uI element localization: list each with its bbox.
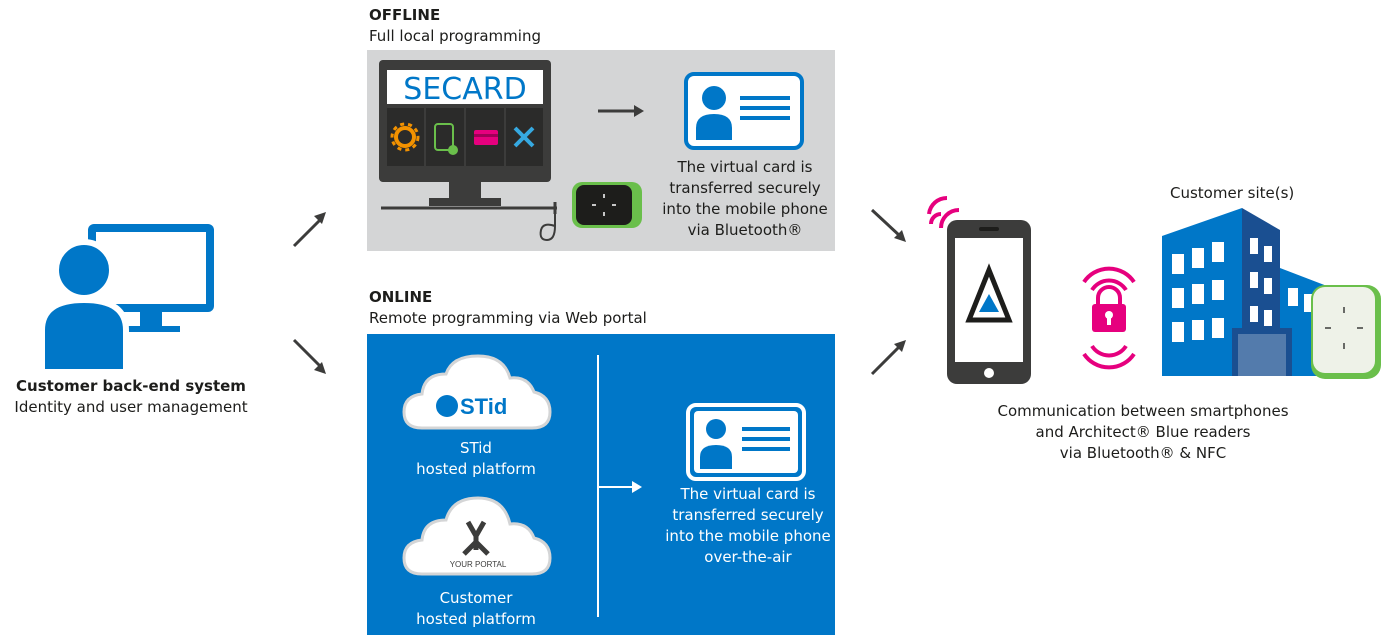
offline-card-line-1: The virtual card is <box>677 158 813 176</box>
online-card-line-4: over-the-air <box>704 548 792 566</box>
online-header: ONLINE Remote programming via Web portal <box>369 287 647 329</box>
offline-subtitle: Full local programming <box>369 27 541 45</box>
offline-card-text: The virtual card is transferred securely… <box>645 157 845 241</box>
online-card-text: The virtual card is transferred securely… <box>648 484 848 568</box>
online-title: ONLINE <box>369 288 433 306</box>
cable-icon <box>381 202 557 242</box>
backend-subtitle: Identity and user management <box>14 398 248 416</box>
backend-illustration <box>40 222 220 372</box>
stid-logo: STid <box>460 394 507 419</box>
id-card-icon-online <box>686 403 806 481</box>
online-divider <box>597 355 642 617</box>
reader-icon-site <box>1309 283 1383 381</box>
gear-icon <box>390 122 420 152</box>
communication-line-1: Communication between smartphones <box>997 402 1289 420</box>
arrow-to-online <box>292 338 326 374</box>
arrow-online-to-phone <box>870 340 906 376</box>
communication-line-2: and Architect® Blue readers <box>1035 423 1251 441</box>
user-icon <box>40 239 129 372</box>
stid-cloud-icon: STid <box>402 354 552 432</box>
online-card-line-1: The virtual card is <box>680 485 816 503</box>
smartphone-icon <box>947 220 1033 386</box>
online-subtitle: Remote programming via Web portal <box>369 309 647 327</box>
offline-card-line-3: into the mobile phone <box>662 200 828 218</box>
stid-platform-line-2: hosted platform <box>416 460 536 478</box>
offline-title: OFFLINE <box>369 6 441 24</box>
secard-monitor-icon: SECARD <box>379 60 551 210</box>
id-card-icon <box>684 72 804 150</box>
card-check-icon <box>434 123 458 155</box>
offline-transfer-arrow <box>598 105 644 117</box>
reader-icon <box>572 182 644 230</box>
card-icon <box>474 130 498 145</box>
customer-platform-text: Customer hosted platform <box>396 588 556 630</box>
arrow-to-offline <box>292 212 326 248</box>
wireless-icon <box>927 195 960 229</box>
offline-card-line-2: transferred securely <box>669 179 821 197</box>
online-card-line-3: into the mobile phone <box>665 527 831 545</box>
stid-platform-line-1: STid <box>460 439 492 457</box>
portal-logo: YOUR PORTAL <box>450 560 507 569</box>
communication-line-3: via Bluetooth® & NFC <box>1059 444 1227 462</box>
secard-logo: SECARD <box>403 72 526 107</box>
customer-platform-line-2: hosted platform <box>416 610 536 628</box>
offline-card-line-4: via Bluetooth® <box>687 221 803 239</box>
backend-title: Customer back-end system <box>16 377 246 395</box>
offline-header: OFFLINE Full local programming <box>369 5 541 47</box>
communication-text: Communication between smartphones and Ar… <box>968 401 1318 464</box>
backend-label: Customer back-end system Identity and us… <box>0 376 262 418</box>
lock-icon <box>1074 262 1144 372</box>
arrow-offline-to-phone <box>870 208 906 242</box>
tools-icon <box>513 126 535 148</box>
site-title: Customer site(s) <box>1170 184 1295 202</box>
customer-platform-line-1: Customer <box>439 589 513 607</box>
stid-platform-text: STid hosted platform <box>396 438 556 480</box>
portal-cloud-icon: YOUR PORTAL <box>402 496 552 578</box>
online-card-line-2: transferred securely <box>672 506 824 524</box>
